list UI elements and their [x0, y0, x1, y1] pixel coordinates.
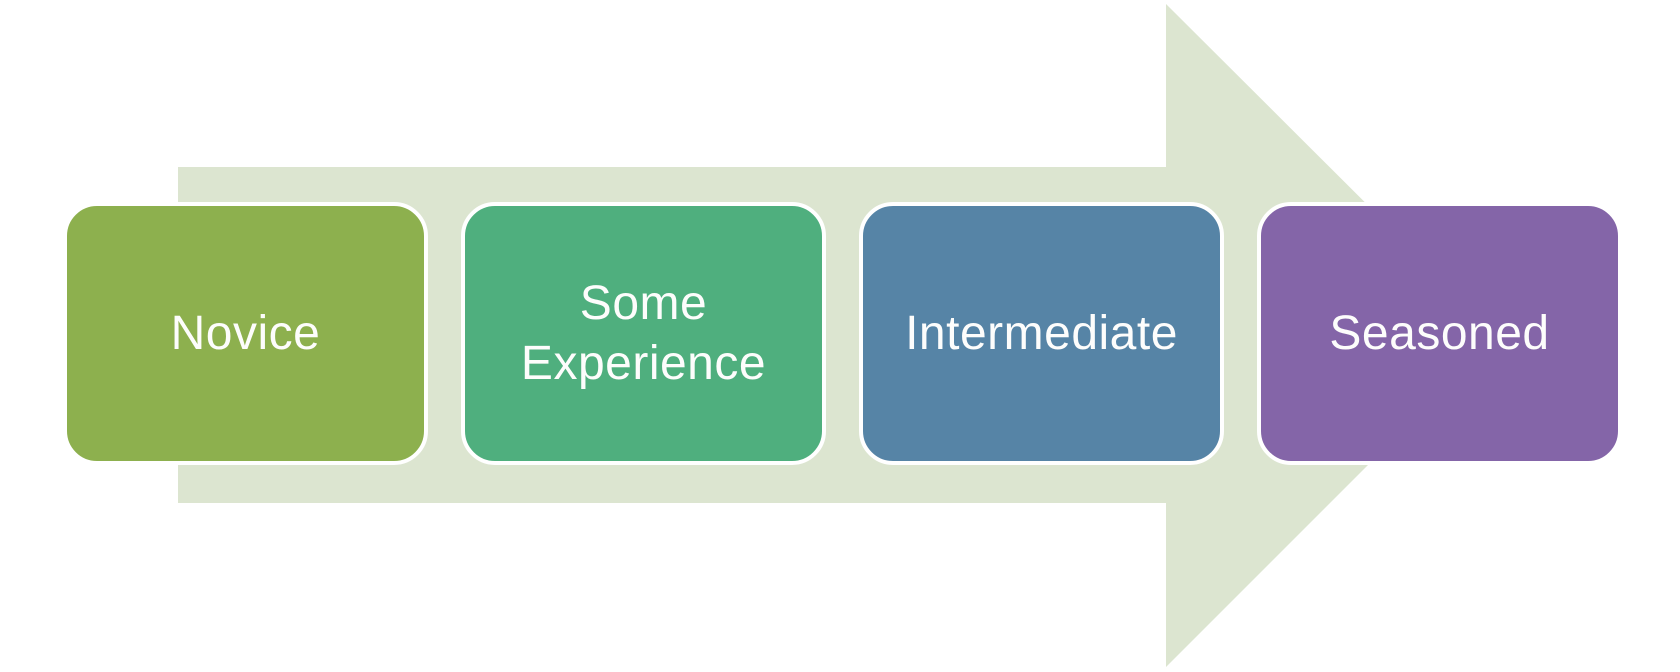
stage-box-novice: Novice: [63, 202, 428, 465]
right-arrow-polygon: [178, 4, 1498, 667]
stage-label: Intermediate: [905, 306, 1178, 360]
stage-label: Novice: [170, 306, 321, 360]
stage-label: Seasoned: [1329, 306, 1550, 360]
stage-box-seasoned: Seasoned: [1257, 202, 1622, 465]
stage-box-intermediate: Intermediate: [859, 202, 1224, 465]
stage-box-some-experience: Some Experience: [461, 202, 826, 465]
stage-label: Some Experience: [520, 276, 767, 390]
